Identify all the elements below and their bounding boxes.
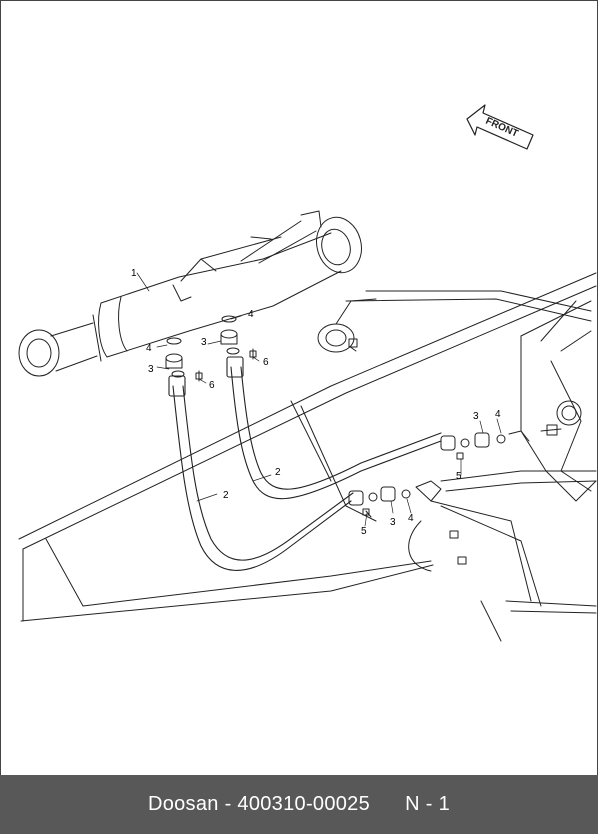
callout-3-cyl-right: 3	[201, 337, 207, 348]
callout-3-boom-lower: 3	[390, 517, 396, 528]
boom-pin-lug	[317, 298, 377, 353]
hydraulic-cylinder	[18, 210, 362, 377]
callout-3-cyl-left: 3	[148, 364, 154, 375]
hydraulic-assembly-drawing: FRONT 1 2 2 3 3 3 3 4 4 4 4 5 5 6 6	[18, 104, 597, 642]
boom-structure	[18, 272, 597, 642]
callout-5-boom-lower: 5	[361, 526, 367, 537]
callout-1: 1	[131, 268, 137, 279]
leader-lines	[136, 272, 502, 527]
callout-5-boom-upper: 5	[456, 471, 462, 482]
callout-4-boom-lower: 4	[408, 513, 414, 524]
callout-6-right: 6	[263, 357, 269, 368]
callout-2-right: 2	[275, 467, 281, 478]
callout-4-cyl-left: 4	[146, 343, 152, 354]
part-footer: Doosan - 400310-00025 N - 1	[0, 775, 598, 834]
footer-part-number: 400310-00025	[237, 793, 371, 815]
callout-4-cyl-right: 4	[248, 309, 254, 320]
callout-2-left: 2	[223, 490, 229, 501]
footer-sheet: N - 1	[405, 793, 451, 815]
callout-3-boom-upper: 3	[473, 411, 479, 422]
footer-brand: Doosan	[147, 793, 219, 815]
callout-labels: 1 2 2 3 3 3 3 4 4 4 4 5 5 6 6	[131, 268, 501, 537]
diagram-frame: FRONT 1 2 2 3 3 3 3 4 4 4 4 5 5 6 6	[0, 0, 598, 776]
front-direction-arrow	[466, 104, 534, 150]
cylinder-fittings	[165, 315, 257, 382]
footer-separator: -	[224, 793, 232, 815]
callout-6-left: 6	[209, 380, 215, 391]
front-label: FRONT	[484, 116, 520, 140]
callout-4-boom-upper: 4	[495, 409, 501, 420]
boom-fittings	[348, 424, 597, 518]
